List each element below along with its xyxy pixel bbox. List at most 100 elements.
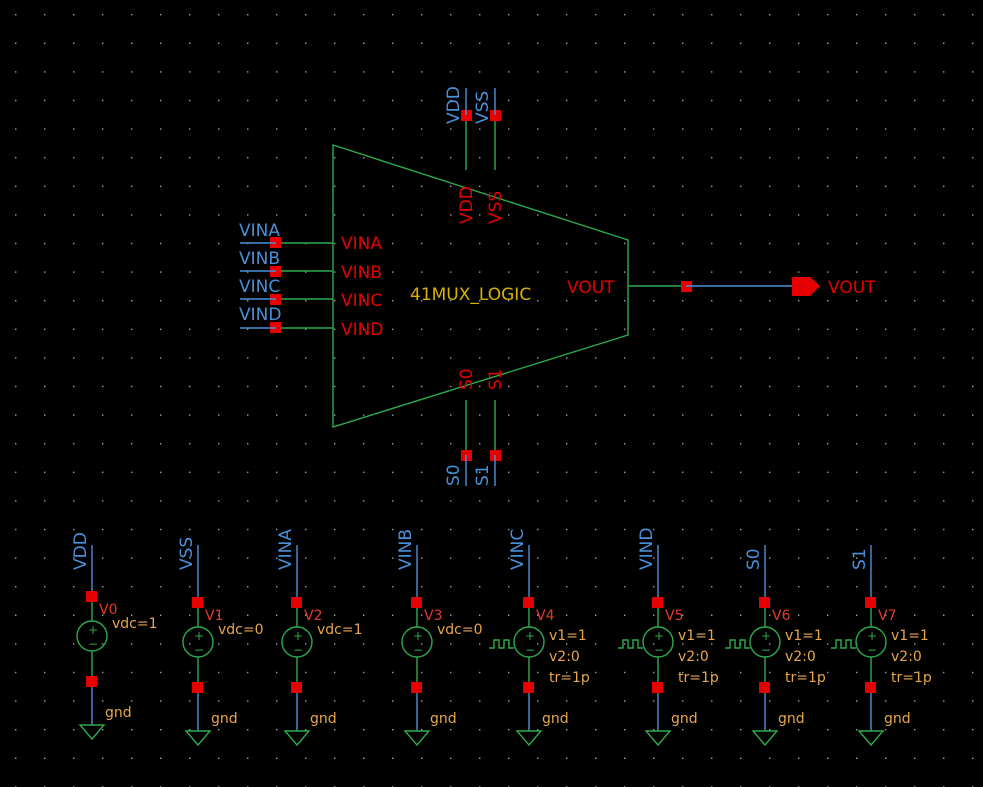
grid-dot <box>160 300 162 302</box>
grid-dot <box>856 71 858 73</box>
source-net-label[interactable]: VSS <box>177 537 197 570</box>
mux-pin-label-s0: S0 <box>457 368 477 390</box>
grid-dot <box>131 357 133 359</box>
grid-dot <box>885 700 887 702</box>
grid-dot <box>160 185 162 187</box>
grid-dot <box>247 214 249 216</box>
net-label-vdd-top[interactable]: VDD <box>444 86 464 124</box>
net-label-vss-top[interactable]: VSS <box>473 91 493 124</box>
grid-dot <box>44 214 46 216</box>
grid-dot <box>682 157 684 159</box>
net-label-vinc[interactable]: VINC <box>239 277 280 297</box>
grid-dot <box>247 528 249 531</box>
grid-dot <box>711 614 713 616</box>
grid-dot <box>15 242 17 245</box>
grid-dot <box>73 729 75 731</box>
source-net-label[interactable]: S0 <box>744 548 764 570</box>
grid-dot <box>827 414 829 416</box>
mux-instance[interactable]: VINA VINB VINC VIND VDD VSS S0 S1 VOUT 4… <box>270 110 692 461</box>
grid-dot <box>450 214 452 216</box>
grid-dot <box>102 271 104 273</box>
grid-dot <box>44 700 46 702</box>
grid-dot <box>682 729 684 731</box>
net-label-vina[interactable]: VINA <box>239 221 280 241</box>
grid-dot <box>334 128 336 130</box>
grid-dot <box>218 14 220 16</box>
grid-dot <box>537 500 539 502</box>
grid-dot <box>305 700 307 702</box>
grid-dot <box>856 99 858 102</box>
ground-icon <box>184 730 212 747</box>
grid-dot <box>247 385 249 388</box>
net-label-vinb[interactable]: VINB <box>239 249 280 269</box>
grid-dot <box>131 128 133 130</box>
grid-dot <box>682 300 684 302</box>
grid-dot <box>218 271 220 273</box>
mux-pin-label-vdd: VDD <box>457 186 477 224</box>
grid-dot <box>421 157 423 159</box>
grid-dot <box>769 614 771 616</box>
grid-dot <box>653 128 655 130</box>
source-net-label[interactable]: VINC <box>508 529 528 570</box>
source-net-label[interactable]: S1 <box>850 548 870 570</box>
grid-dot <box>624 157 626 159</box>
source-net-label[interactable]: VINA <box>276 529 296 570</box>
grid-dot <box>914 614 916 616</box>
grid-dot <box>160 443 162 445</box>
grid-dot <box>218 614 220 616</box>
grid-dot <box>943 271 945 273</box>
grid-dot <box>131 471 133 473</box>
grid-dot <box>247 300 249 302</box>
grid-dot <box>653 157 655 159</box>
grid-dot <box>711 557 713 559</box>
grid-dot <box>73 500 75 502</box>
grid-dot <box>595 671 597 674</box>
grid-dot <box>885 471 887 473</box>
grid-dot <box>421 643 423 645</box>
grid-dot <box>73 757 75 759</box>
source-net-label[interactable]: VIND <box>637 528 657 570</box>
grid-dot <box>218 757 220 759</box>
net-label-s1-bottom[interactable]: S1 <box>473 464 493 486</box>
grid-dot <box>363 557 365 559</box>
grid-dot <box>798 385 800 388</box>
source-net-label[interactable]: VDD <box>71 532 91 570</box>
grid-dot <box>537 42 539 44</box>
grid-dot <box>972 414 974 416</box>
net-label-vind[interactable]: VIND <box>239 305 281 325</box>
grid-dot <box>276 528 278 531</box>
grid-dot <box>450 14 452 16</box>
grid-dot <box>392 271 394 273</box>
grid-dot <box>305 528 307 531</box>
grid-dot <box>943 385 945 388</box>
output-pin[interactable]: VOUT <box>792 277 876 298</box>
mux-body[interactable] <box>332 144 629 428</box>
grid-dot <box>682 671 684 674</box>
grid-dot <box>566 757 568 759</box>
output-pin-arrow-icon[interactable] <box>792 277 820 296</box>
grid-dot <box>943 214 945 216</box>
grid-dot <box>508 214 510 216</box>
grid-dot <box>595 643 597 645</box>
grid-dot <box>798 14 800 16</box>
grid-dot <box>885 729 887 731</box>
net-label-s0-bottom[interactable]: S0 <box>444 464 464 486</box>
grid-dot <box>363 128 365 130</box>
grid-dot <box>653 557 655 559</box>
grid-dot <box>392 157 394 159</box>
grid-dot <box>73 586 75 588</box>
grid-dot <box>914 729 916 731</box>
grid-dot <box>450 242 452 245</box>
grid-dot <box>537 385 539 388</box>
source-net-label[interactable]: VINB <box>396 529 416 570</box>
grid-dot <box>595 128 597 130</box>
